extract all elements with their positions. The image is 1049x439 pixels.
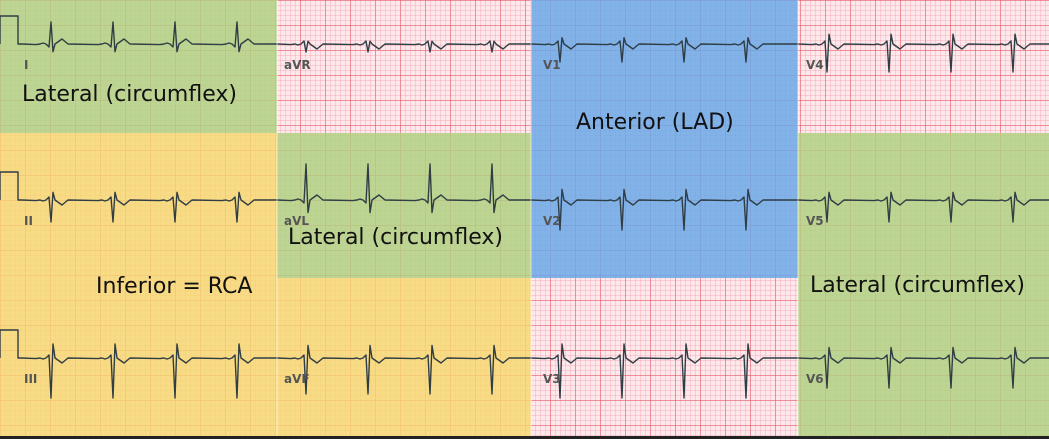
trace-lead-avr xyxy=(276,40,531,53)
trace-lead-i xyxy=(0,15,277,53)
lateral-zone-lead-avl xyxy=(277,133,531,278)
lateral-zone-lead-i xyxy=(0,0,277,133)
trace-lead-iii xyxy=(0,329,277,399)
lead-label-avr: aVR xyxy=(284,58,311,72)
trace-lead-v2 xyxy=(530,188,798,231)
lead-label-v3: V3 xyxy=(543,372,561,386)
lead-label-i: I xyxy=(24,58,29,72)
lead-label-avl: aVL xyxy=(284,214,310,228)
lateral-zone-leads-v5-v6 xyxy=(798,133,1049,439)
lead-label-v1: V1 xyxy=(543,58,561,72)
region-label-anterior: Anterior (LAD) xyxy=(576,110,734,135)
lead-label-avf: aVF xyxy=(284,372,310,386)
region-label-inferior: Inferior = RCA xyxy=(96,274,253,299)
lead-label-v5: V5 xyxy=(806,214,824,228)
region-label-lateral-center: Lateral (circumflex) xyxy=(288,225,503,250)
trace-lead-v1 xyxy=(530,37,798,63)
lead-label-v4: V4 xyxy=(806,58,824,72)
inferior-zone-leads-ii-iii xyxy=(0,133,277,439)
lead-label-v2: V2 xyxy=(543,214,561,228)
lead-label-ii: II xyxy=(24,214,33,228)
trace-lead-ii xyxy=(0,171,277,223)
region-label-lateral-right: Lateral (circumflex) xyxy=(810,273,1025,298)
lead-label-v6: V6 xyxy=(806,372,824,386)
trace-lead-avf xyxy=(276,344,531,395)
lead-label-iii: III xyxy=(24,372,38,386)
trace-lead-avl xyxy=(276,163,531,214)
trace-lead-v3 xyxy=(530,343,798,399)
region-label-lateral-top-left: Lateral (circumflex) xyxy=(22,82,237,107)
trace-lead-v4 xyxy=(797,33,1049,73)
trace-lead-v5 xyxy=(797,191,1049,223)
bottom-border xyxy=(0,436,1049,439)
trace-lead-v6 xyxy=(797,346,1049,389)
